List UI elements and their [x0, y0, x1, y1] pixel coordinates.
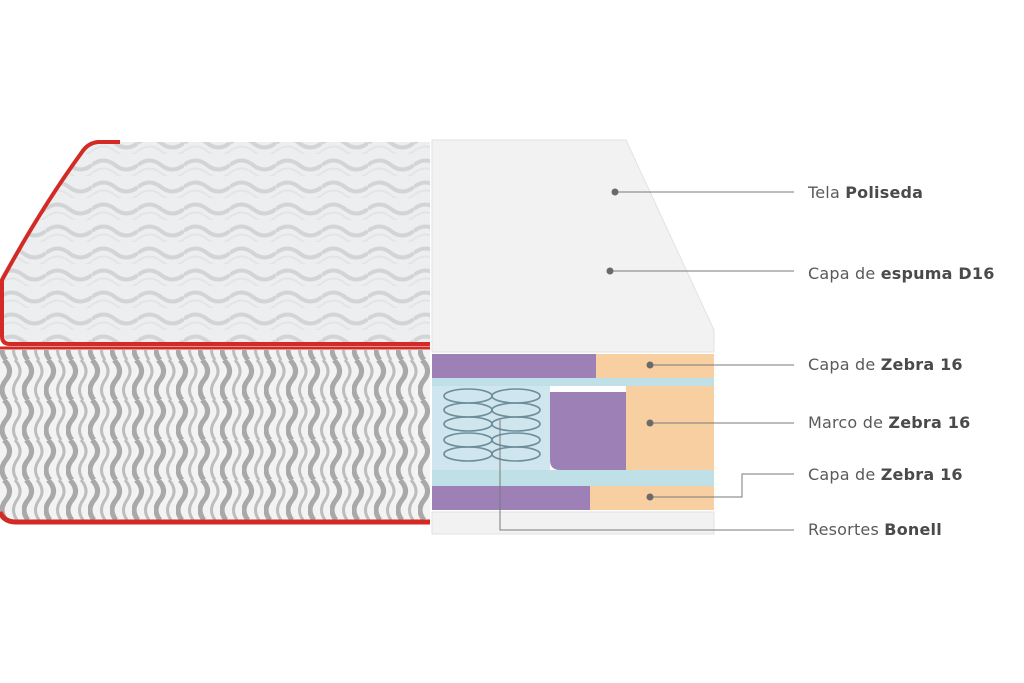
- label-bold: Bonell: [884, 520, 942, 539]
- mattress-exterior: [0, 140, 430, 525]
- label-prefix: Marco de: [808, 413, 884, 432]
- label-prefix: Capa de: [808, 355, 876, 374]
- layer-zebra-top-orange: [596, 354, 714, 378]
- label-tela-poliseda: Tela Poliseda: [808, 183, 923, 203]
- label-bold: Zebra 16: [880, 355, 963, 374]
- layer-marco-purple: [550, 392, 626, 470]
- label-capa-espuma-d16: Capa de espuma D16: [808, 264, 995, 284]
- blue-frame-bottom: [432, 470, 714, 486]
- leader-lines: [499, 191, 794, 531]
- label-prefix: Tela: [808, 183, 840, 202]
- mattress-top-quilt: [0, 142, 430, 346]
- layer-base-white: [431, 511, 715, 535]
- mattress-side-zebra: [0, 350, 430, 520]
- label-bold: Poliseda: [845, 183, 924, 202]
- label-prefix: Capa de: [808, 264, 876, 283]
- layer-zebra-bottom-purple: [432, 486, 590, 510]
- layer-zebra-top-purple: [432, 354, 596, 378]
- layer-tela-poliseda: [431, 139, 715, 353]
- cross-section: [431, 139, 715, 535]
- blue-frame-top: [432, 378, 714, 386]
- label-bold: Zebra 16: [888, 413, 971, 432]
- mattress-bottom-piping: [0, 510, 430, 525]
- label-capa-zebra-top: Capa de Zebra 16: [808, 355, 963, 375]
- label-marco-zebra: Marco de Zebra 16: [808, 413, 970, 433]
- label-resortes-bonell: Resortes Bonell: [808, 520, 942, 540]
- label-bold: Zebra 16: [880, 465, 963, 484]
- mattress-top-piping: [0, 140, 430, 346]
- label-prefix: Capa de: [808, 465, 876, 484]
- label-prefix: Resortes: [808, 520, 879, 539]
- label-bold: espuma D16: [880, 264, 995, 283]
- label-capa-zebra-bottom: Capa de Zebra 16: [808, 465, 963, 485]
- leader-dots: [606, 188, 654, 501]
- layer-marco-orange: [626, 386, 714, 470]
- bonell-springs: [443, 388, 541, 462]
